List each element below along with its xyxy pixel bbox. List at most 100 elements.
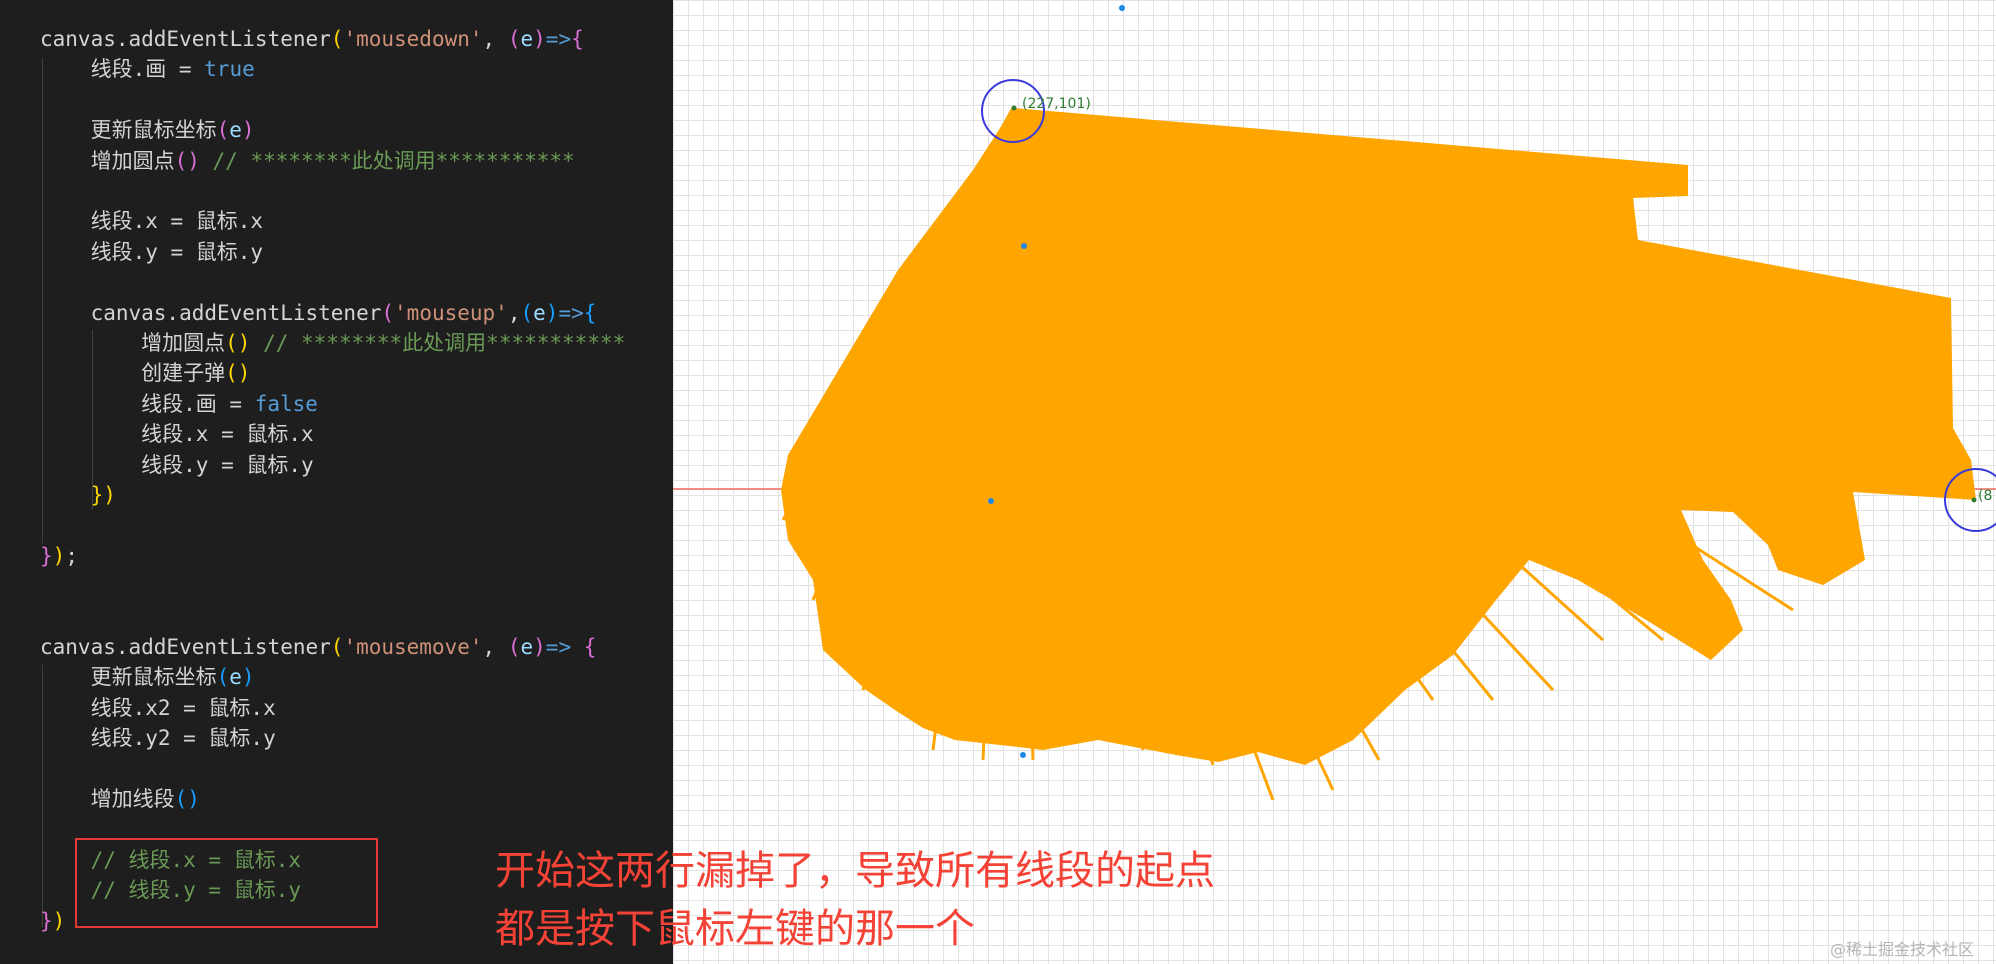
- annotation-line-1: 开始这两行漏掉了，导致所有线段的起点: [495, 848, 1215, 894]
- code-token: (: [330, 635, 344, 659]
- code-line: 更新鼠标坐标(e): [0, 662, 673, 692]
- code-token: canvas.addEventListener: [40, 635, 331, 659]
- indent-guide: [42, 58, 43, 543]
- code-line: }): [0, 906, 673, 936]
- code-token: ): [52, 543, 66, 568]
- code-line: // 线段.y = 鼠标.y: [0, 875, 673, 905]
- code-token: ): [52, 908, 66, 933]
- code-token: (: [507, 635, 521, 659]
- point-dot: [988, 498, 994, 504]
- code-token: ,: [482, 635, 508, 659]
- code-token: // ********此处调用***********: [199, 148, 575, 173]
- code-line: 线段.x = 鼠标.x: [0, 419, 673, 449]
- code-token: =>: [545, 27, 572, 51]
- code-token: e: [520, 27, 534, 51]
- code-token: e: [229, 118, 242, 143]
- code-token: true: [204, 57, 255, 82]
- code-token: 增加圆点: [40, 331, 226, 355]
- code-token: }: [40, 908, 53, 933]
- code-line: canvas.addEventListener('mousemove', (e)…: [0, 632, 673, 662]
- point-dot: [1020, 752, 1026, 758]
- code-token: 线段.画 =: [40, 391, 255, 416]
- code-line: 更新鼠标坐标(e): [0, 115, 673, 145]
- annotation-line-2: 都是按下鼠标左键的那一个: [495, 906, 975, 952]
- code-token: ,: [482, 27, 508, 51]
- line-fan: [781, 106, 1976, 801]
- code-token: ,: [507, 300, 521, 325]
- code-line: 线段.画 = true: [0, 54, 673, 84]
- code-line: 线段.y = 鼠标.y: [0, 237, 673, 267]
- code-token: }: [40, 543, 53, 568]
- code-line: [0, 176, 673, 206]
- code-token: ): [545, 300, 559, 325]
- code-line: 增加线段(): [0, 784, 673, 814]
- end-coordinate-label: (8: [1978, 488, 1993, 504]
- code-token: false: [254, 391, 318, 416]
- code-token: 线段.画 =: [40, 57, 205, 82]
- start-circle: [981, 79, 1045, 143]
- code-editor[interactable]: canvas.addEventListener('mousedown', (e)…: [0, 0, 673, 964]
- segment-line: [1011, 107, 1145, 751]
- code-token: ): [241, 118, 255, 143]
- code-token: 更新鼠标坐标: [40, 118, 217, 143]
- code-line: 线段.x = 鼠标.x: [0, 206, 673, 236]
- code-line: 线段.画 = false: [0, 389, 673, 419]
- segment-line: [1011, 107, 1335, 791]
- code-line: });: [0, 541, 673, 571]
- segment-line: [1011, 107, 1095, 741]
- code-token: // 线段.x = 鼠标.x: [40, 847, 302, 872]
- segment-line: [901, 107, 1015, 701]
- code-line: [0, 267, 673, 297]
- watermark: @稀土掘金技术社区: [1829, 940, 1974, 959]
- segment-line: [1012, 106, 1794, 612]
- code-line: }): [0, 480, 673, 510]
- segment-line: [1011, 107, 1381, 761]
- code-token: 线段.y = 鼠标.y: [40, 452, 314, 477]
- code-token: 更新鼠标坐标: [40, 665, 217, 690]
- segment-line: [811, 107, 1015, 601]
- segment-line: [1012, 106, 1664, 642]
- highlight-box: [75, 838, 378, 928]
- indent-guide: [92, 330, 93, 510]
- segment-line: [1012, 106, 1714, 622]
- code-token: 线段.x2 = 鼠标.x: [40, 695, 276, 720]
- start-coordinate-label: (227,101): [1022, 96, 1091, 112]
- code-token: // ********此处调用***********: [250, 331, 626, 355]
- code-line: [0, 602, 673, 632]
- code-token: (: [330, 27, 344, 51]
- code-token: 线段.y = 鼠标.y: [40, 239, 264, 264]
- code-token: 增加线段: [40, 787, 175, 811]
- code-token: (: [216, 118, 230, 143]
- code-line: [0, 510, 673, 540]
- end-dot: [1971, 497, 1977, 503]
- code-line: [0, 754, 673, 784]
- code-token: 'mouseup': [394, 300, 508, 325]
- segment-line: [1011, 107, 1435, 701]
- segment-line: [1011, 107, 1215, 766]
- code-token: =>: [545, 635, 584, 659]
- code-token: e: [520, 635, 534, 659]
- code-line: 线段.x2 = 鼠标.x: [0, 693, 673, 723]
- segment-line: [1011, 107, 1035, 761]
- segment-line: [781, 107, 1015, 521]
- point-dot: [1021, 243, 1027, 249]
- code-token: e: [533, 300, 546, 325]
- code-token: 'mousedown': [343, 27, 483, 51]
- indent-guide: [42, 665, 43, 927]
- code-token: canvas.addEventListener: [40, 300, 382, 325]
- code-line: 线段.y = 鼠标.y: [0, 450, 673, 480]
- start-dot: [1011, 105, 1017, 111]
- code-token: (: [381, 300, 395, 325]
- code-line: // 线段.x = 鼠标.x: [0, 845, 673, 875]
- code-token: ): [533, 635, 546, 659]
- code-token: 创建子弹: [40, 361, 226, 386]
- code-token: {: [583, 300, 597, 325]
- segment-line: [931, 107, 1015, 751]
- code-token: ): [533, 27, 546, 51]
- code-token: (: [507, 27, 521, 51]
- code-line: canvas.addEventListener('mouseup',(e)=>{: [0, 298, 673, 328]
- code-line: 创建子弹(): [0, 358, 673, 388]
- canvas-drawing: [673, 5, 1996, 801]
- code-token: 线段.y2 = 鼠标.y: [40, 726, 276, 751]
- canvas-preview[interactable]: (227,101) (8: [673, 0, 1996, 964]
